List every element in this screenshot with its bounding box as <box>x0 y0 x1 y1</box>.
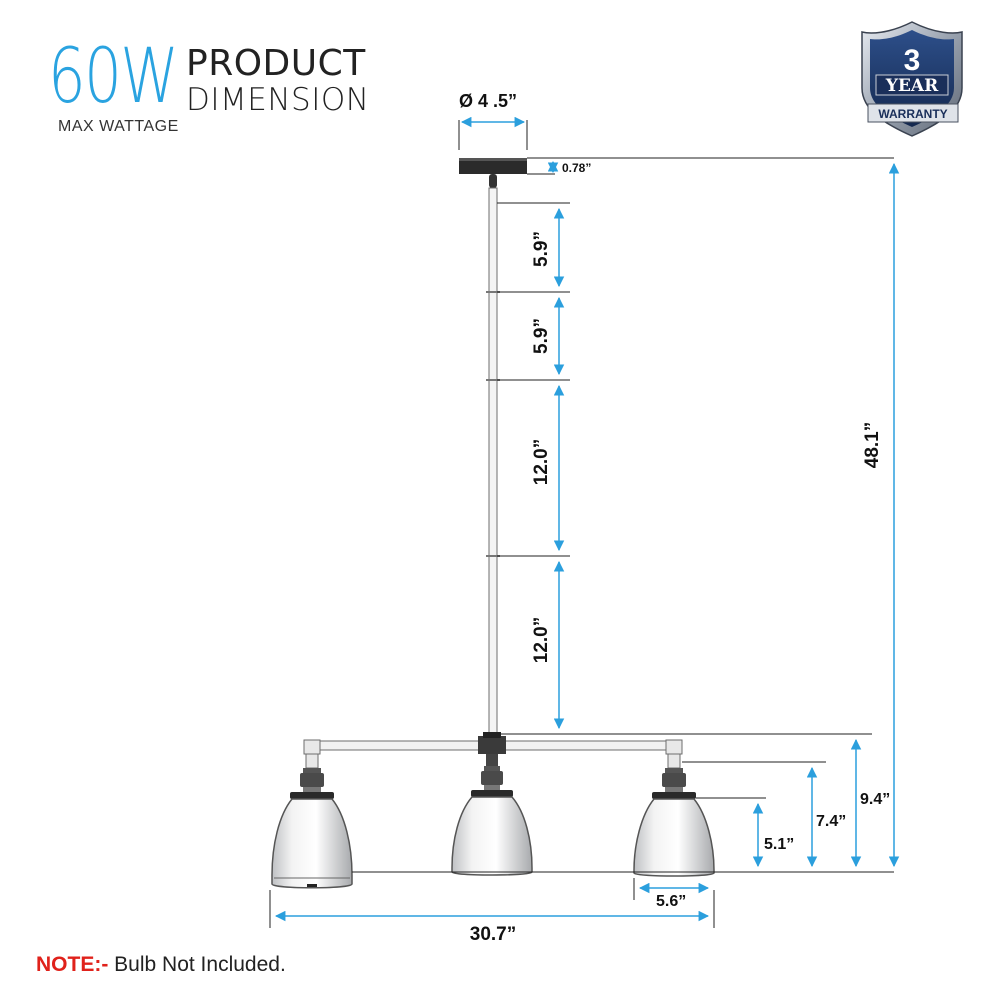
badge-year: YEAR <box>885 76 939 96</box>
extension-lines <box>269 120 894 928</box>
dim-canopy-height: 0.78” <box>562 161 591 175</box>
note: NOTE:- Bulb Not Included. <box>36 953 286 977</box>
dim-shade-width: 5.6” <box>656 893 686 910</box>
canopy-hook <box>489 174 497 188</box>
note-label: NOTE:- <box>36 953 109 976</box>
pendant-center <box>451 766 533 876</box>
dimension-arrows <box>274 116 900 922</box>
dim-rod-1: 5.9” <box>531 231 552 267</box>
dim-rod-4: 12.0” <box>531 617 552 663</box>
dim-socket-height: 7.4” <box>816 813 846 830</box>
wattage-value: 60W <box>48 31 179 120</box>
dim-rod-3: 12.0” <box>531 439 552 485</box>
dim-arm-height: 9.4” <box>860 791 890 808</box>
dim-shade-height: 5.1” <box>764 836 794 853</box>
canopy <box>459 158 527 174</box>
dim-canopy-diameter: Ø 4 .5” <box>459 91 517 111</box>
dim-overall-width: 30.7” <box>470 924 516 945</box>
note-text: Bulb Not Included. <box>114 953 286 976</box>
dim-rod-2: 5.9” <box>531 318 552 354</box>
fixture <box>303 158 683 769</box>
pendant-right <box>633 768 715 877</box>
warranty-badge: 3 YEAR WARRANTY <box>861 21 963 137</box>
badge-warranty: WARRANTY <box>878 107 947 121</box>
hanging-rod <box>488 187 498 737</box>
page-title-line2: DIMENSION <box>186 82 370 118</box>
page-title-line1: PRODUCT <box>186 43 366 84</box>
pendant-left <box>271 768 353 889</box>
badge-number: 3 <box>904 44 921 77</box>
wattage-label: MAX WATTAGE <box>58 118 179 135</box>
dim-overall-height: 48.1” <box>862 422 883 468</box>
